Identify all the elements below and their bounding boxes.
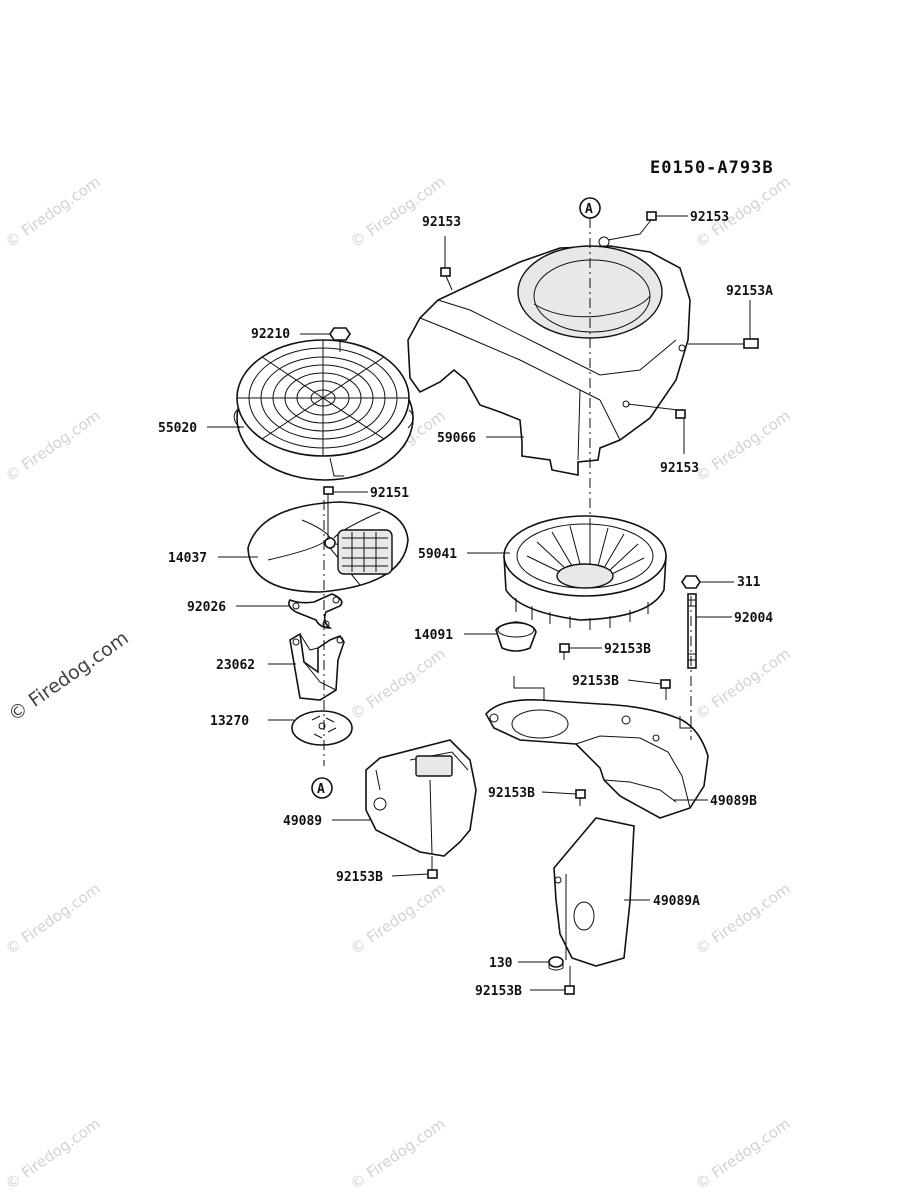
diagram-code: E0150-A793B [650,158,774,178]
ref-marker-top: A [579,197,601,219]
watermark: © Firedog.com [2,880,104,959]
watermark: © Firedog.com [347,173,449,252]
label-92210: 92210 [251,327,290,342]
watermark: © Firedog.com [2,407,104,486]
label-92153B-d: 92153B [336,870,383,885]
label-92153B-a: 92153B [604,642,651,657]
baffle-49089B [485,676,709,819]
label-55020: 55020 [158,421,197,436]
watermark: © Firedog.com [692,645,794,724]
bolt-92151 [323,486,334,540]
label-14037: 14037 [168,551,207,566]
baffle-49089 [365,739,477,857]
label-49089: 49089 [283,814,322,829]
plate-13270 [291,710,353,746]
label-49089B: 49089B [710,794,757,809]
label-130: 130 [489,956,513,971]
label-59041: 59041 [418,547,457,562]
label-49089A: 49089A [653,894,700,909]
bracket-23062 [289,632,345,701]
label-92153B-c: 92153B [488,786,535,801]
label-92153-mid: 92153 [660,461,699,476]
label-92153-top-right: 92153 [690,210,729,225]
label-59066: 59066 [437,431,476,446]
svg-text:A: A [317,782,325,797]
nut-311 [681,575,701,589]
watermark-large: © Firedog.com [4,627,132,726]
label-14091: 14091 [414,628,453,643]
collar-130 [548,956,564,971]
watermark: © Firedog.com [2,1115,104,1194]
watermark: © Firedog.com [347,645,449,724]
label-92153B-b: 92153B [572,674,619,689]
label-92153B-e: 92153B [475,984,522,999]
part-labels: 92153 92153 92153A 92210 55020 59066 921… [158,210,773,999]
label-92026: 92026 [187,600,226,615]
label-92153A: 92153A [726,284,773,299]
label-92004: 92004 [734,611,773,626]
label-92153-top-left: 92153 [422,215,461,230]
fan-14037 [247,501,409,593]
spacer-92026 [288,593,343,629]
watermark: © Firedog.com [692,407,794,486]
watermark: © Firedog.com [347,1115,449,1194]
plate-49089A [553,817,635,967]
label-311: 311 [737,575,761,590]
flywheel-59041 [503,515,667,630]
label-92151: 92151 [370,486,409,501]
cup-14091 [495,621,537,652]
grille-screen-55020 [233,339,414,481]
watermark: © Firedog.com [2,173,104,252]
label-23062: 23062 [216,658,255,673]
stud-92004 [687,593,697,669]
ref-marker-bottom: A [311,777,333,799]
svg-text:A: A [585,202,593,217]
watermark: © Firedog.com [347,880,449,959]
watermark: © Firedog.com [692,880,794,959]
leader-lines [207,215,751,991]
label-13270: 13270 [210,714,249,729]
watermark: © Firedog.com [692,1115,794,1194]
fan-mesh [337,529,393,575]
